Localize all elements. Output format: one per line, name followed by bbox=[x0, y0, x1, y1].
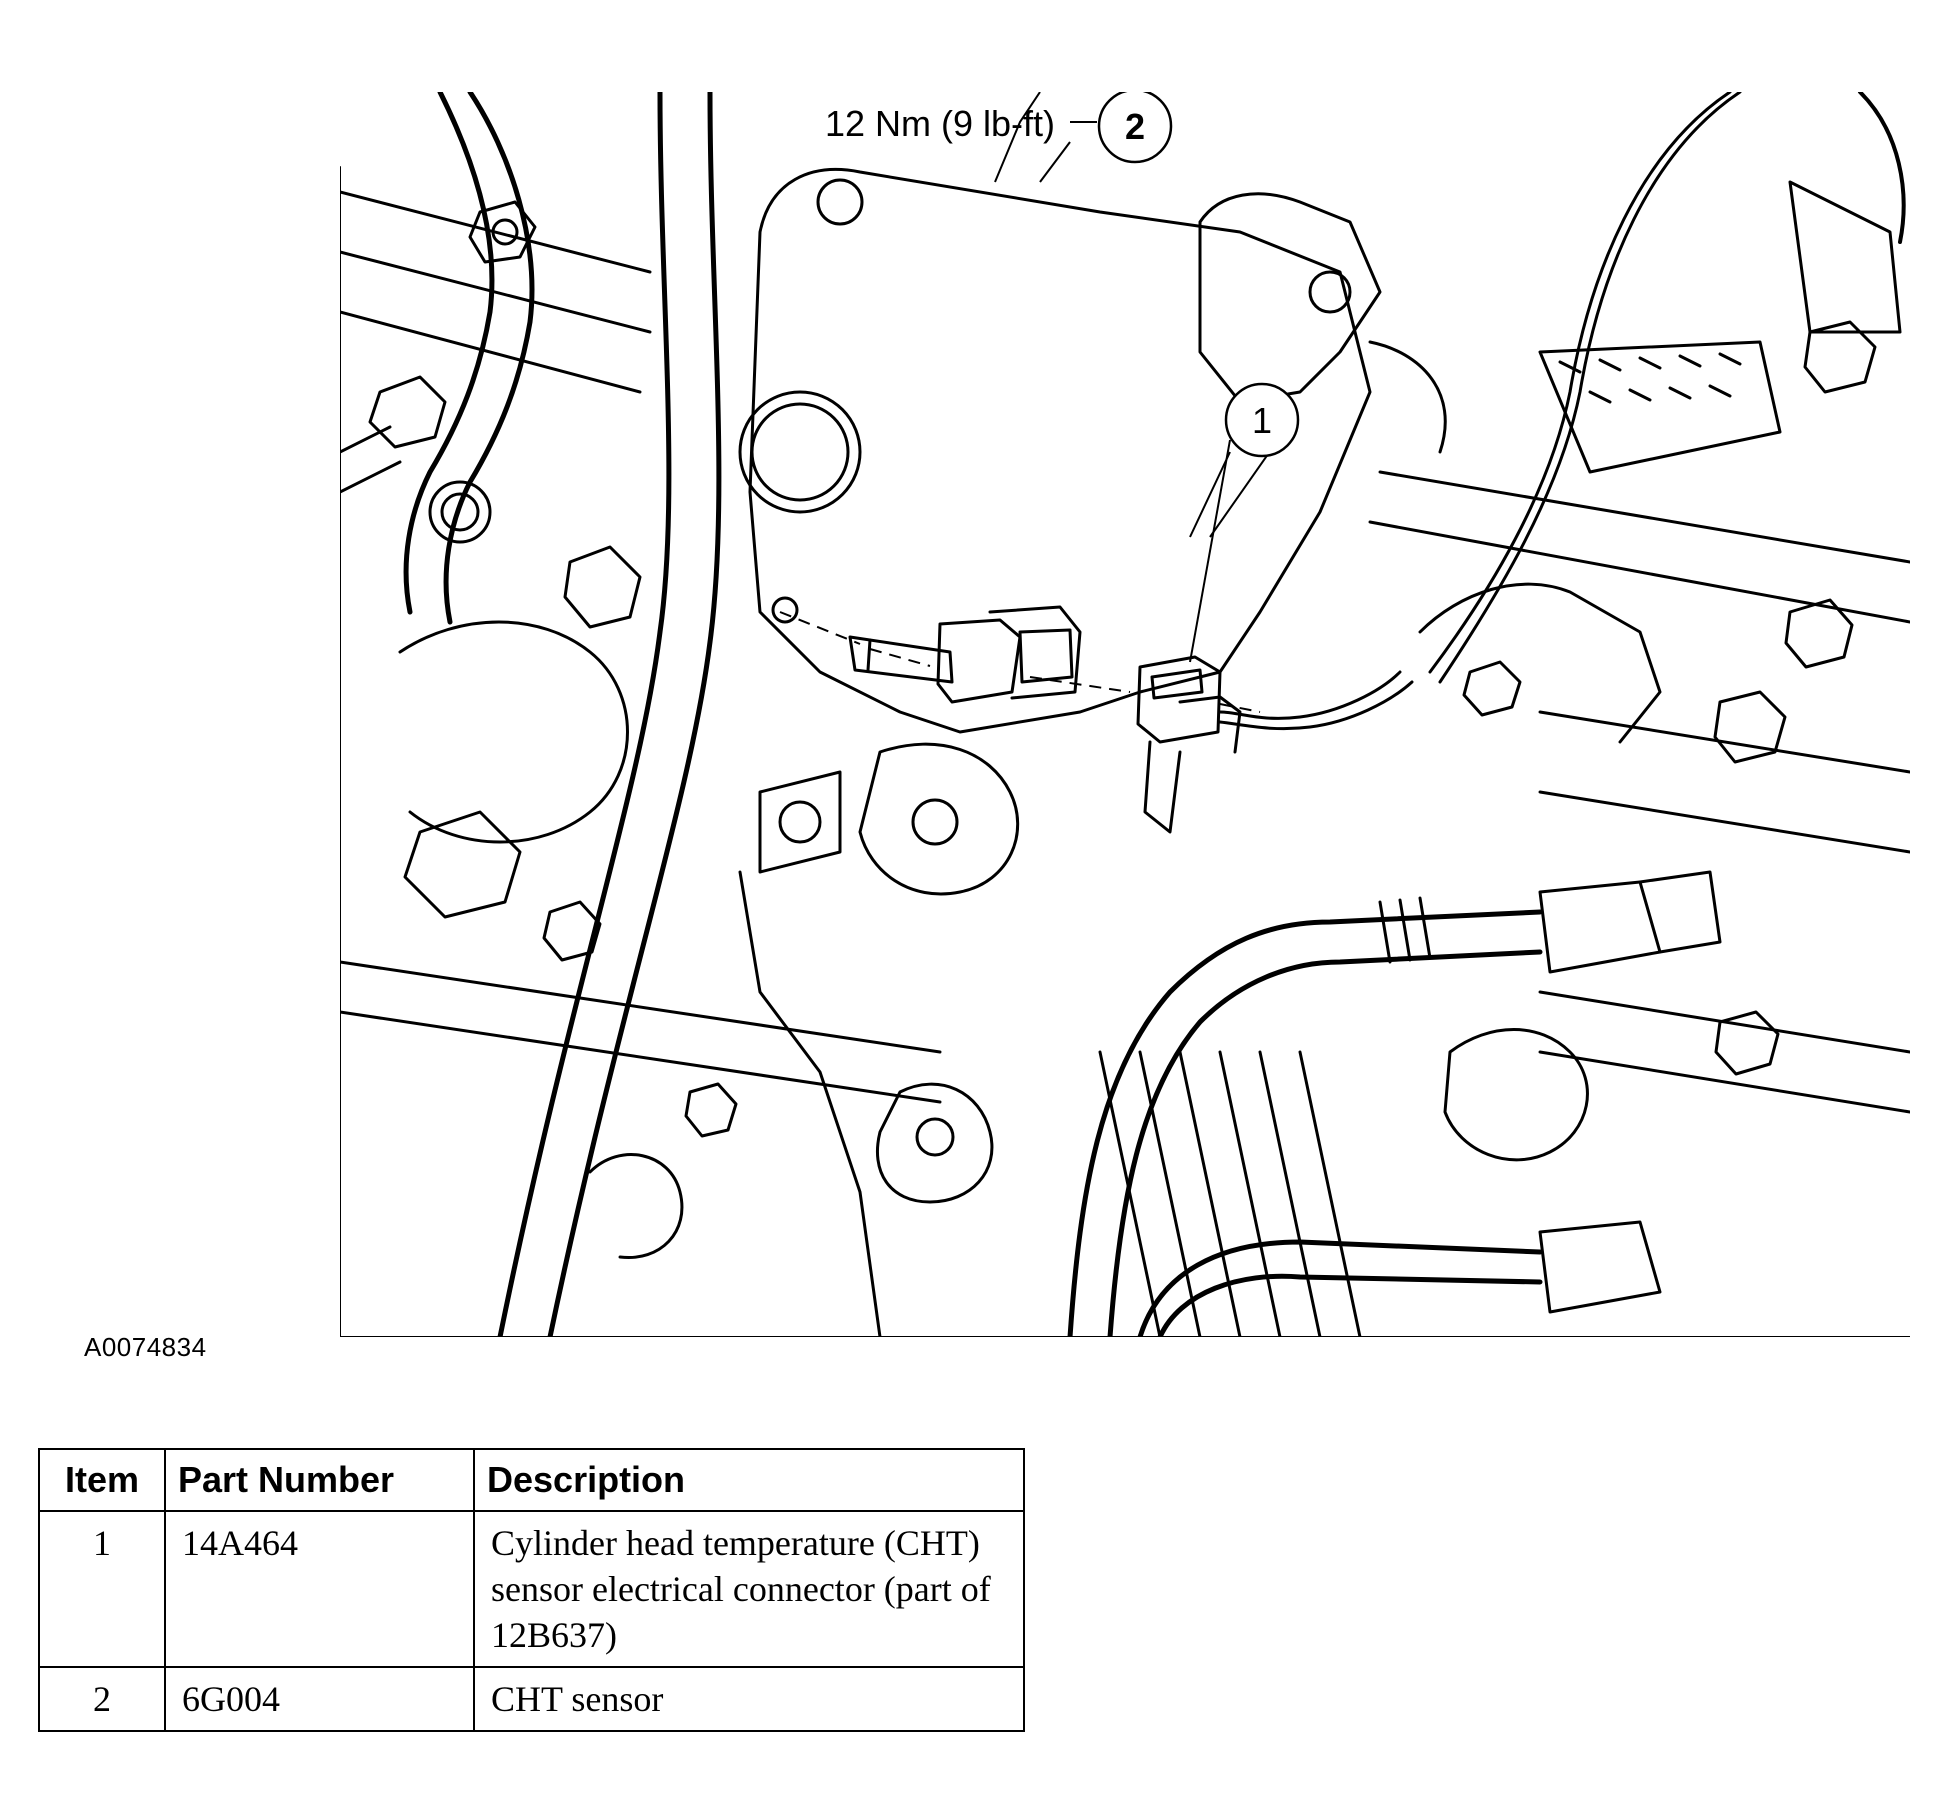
figure-id: A0074834 bbox=[84, 1332, 207, 1362]
header-description: Description bbox=[473, 1448, 1025, 1512]
callout-label-1: 1 bbox=[1252, 400, 1272, 441]
callout-label-2: 2 bbox=[1125, 106, 1145, 147]
callout-circle-2 bbox=[1097, 92, 1173, 164]
row-description: CHT sensor bbox=[473, 1666, 1025, 1732]
header-part-number: Part Number bbox=[164, 1448, 475, 1512]
row-part-number: 14A464 bbox=[164, 1510, 475, 1668]
row-part-number: 6G004 bbox=[164, 1666, 475, 1732]
table-row: 1 14A464 Cylinder head temperature (CHT)… bbox=[38, 1510, 1025, 1668]
engine-illustration: 1 12 Nm (9 lb-ft) 2 bbox=[340, 92, 1910, 1337]
row-item: 2 bbox=[38, 1666, 166, 1732]
row-description: Cylinder head temperature (CHT) sensor e… bbox=[473, 1510, 1025, 1668]
row-item: 1 bbox=[38, 1510, 166, 1668]
torque-spec: 12 Nm (9 lb-ft) bbox=[825, 103, 1055, 144]
table-header-row: Item Part Number Description bbox=[38, 1448, 1025, 1512]
parts-table: Item Part Number Description 1 14A464 Cy… bbox=[38, 1448, 1025, 1732]
table-row: 2 6G004 CHT sensor bbox=[38, 1666, 1025, 1732]
callout-circle-1 bbox=[1224, 382, 1300, 458]
header-item: Item bbox=[38, 1448, 166, 1512]
